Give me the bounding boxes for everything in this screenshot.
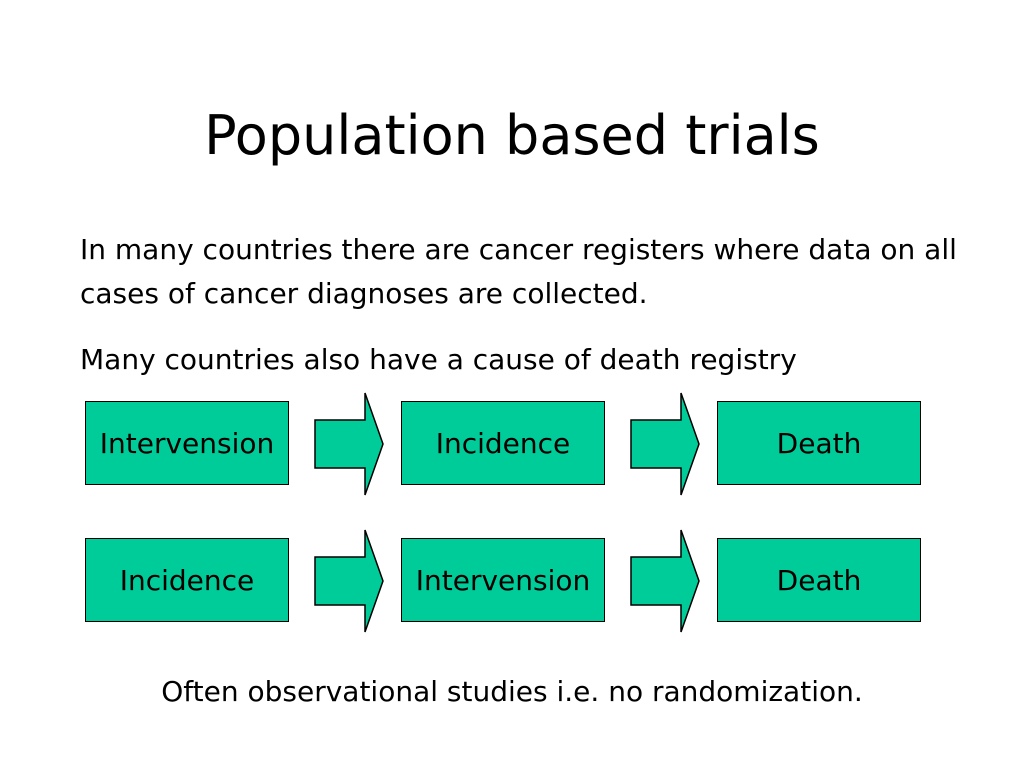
flow-2-step-1-box: Incidence (85, 538, 289, 622)
flow-1-arrow-1-icon (313, 391, 385, 497)
flow-2-arrow-2-icon (629, 528, 701, 634)
flow-1-step-3-box: Death (717, 401, 921, 485)
flow-1-arrow-2-icon (629, 391, 701, 497)
registry-paragraph: Many countries also have a cause of deat… (80, 343, 797, 376)
flow-2-step-2-box: Intervension (401, 538, 605, 622)
flow-1-step-2-box: Incidence (401, 401, 605, 485)
slide-title: Population based trials (204, 104, 820, 167)
flow-2-arrow-1-icon (313, 528, 385, 634)
intro-paragraph: In many countries there are cancer regis… (80, 233, 957, 310)
flow-2-step-3-box: Death (717, 538, 921, 622)
footer-note: Often observational studies i.e. no rand… (161, 675, 863, 708)
flow-1-step-1-box: Intervension (85, 401, 289, 485)
